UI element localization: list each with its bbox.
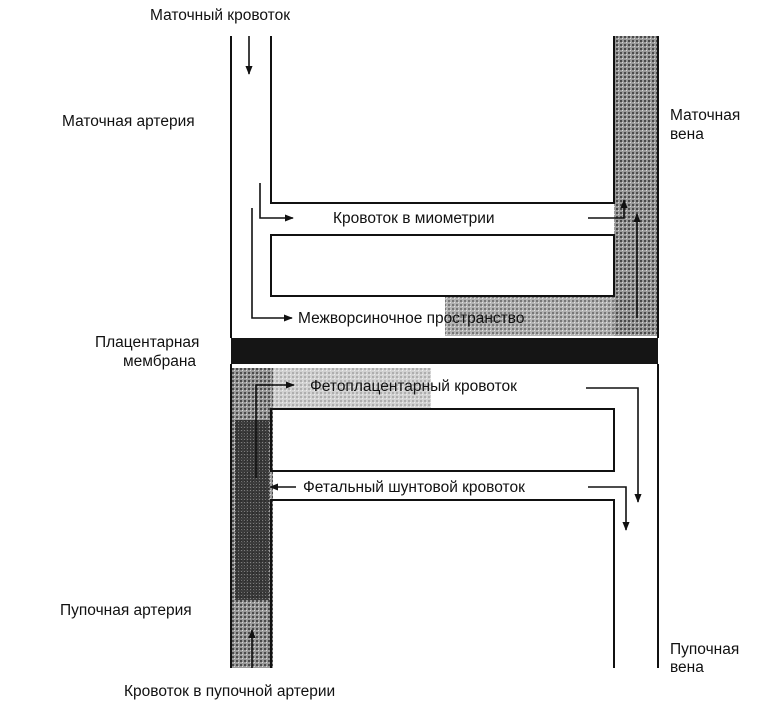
label-umbilical-vein-2: вена	[670, 659, 704, 676]
fetoplacental-outflow-arrow	[586, 387, 642, 503]
label-uterine-vein-2: вена	[670, 126, 704, 143]
label-uterine-artery: Маточная артерия	[62, 113, 195, 130]
myometrial-flow-arrow-in	[259, 183, 294, 222]
fetal-shunt-arrow-right	[588, 486, 630, 531]
fetal-lower-block-wall	[270, 499, 615, 668]
placental-membrane	[231, 338, 658, 364]
myometrial-channel-upper-wall	[270, 36, 615, 204]
label-umbilical-artery: Пупочная артерия	[60, 602, 192, 619]
myometrial-flow-arrow-out	[588, 199, 628, 219]
label-umbilical-artery-flow: Кровоток в пупочной артерии	[124, 683, 335, 700]
intervillous-flow-arrow	[251, 208, 293, 322]
label-uterine-vein-1: Маточная	[670, 107, 740, 124]
label-uterine-blood-flow: Маточный кровоток	[150, 7, 290, 24]
maternal-tissue-block	[270, 234, 615, 297]
fetal-villus-block	[270, 408, 615, 472]
label-fetal-shunt-flow: Фетальный шунтовой кровоток	[303, 479, 525, 496]
label-fetoplacental-flow: Фетоплацентарный кровоток	[310, 378, 517, 395]
label-placental-membrane-2: мембрана	[123, 353, 196, 370]
umbilical-artery-dark-shading	[235, 420, 269, 600]
label-myometrial-flow: Кровоток в миометрии	[333, 210, 495, 227]
label-placental-membrane-1: Плацентарная	[95, 334, 199, 351]
uterine-vein-shading	[614, 36, 658, 336]
label-intervillous-space: Межворсиночное пространство	[298, 310, 524, 327]
label-umbilical-vein-1: Пупочная	[670, 641, 739, 658]
intervillous-shading	[445, 296, 658, 336]
fetoplacental-inflow-arrow	[255, 381, 295, 478]
fetoplacental-shading	[231, 368, 431, 408]
